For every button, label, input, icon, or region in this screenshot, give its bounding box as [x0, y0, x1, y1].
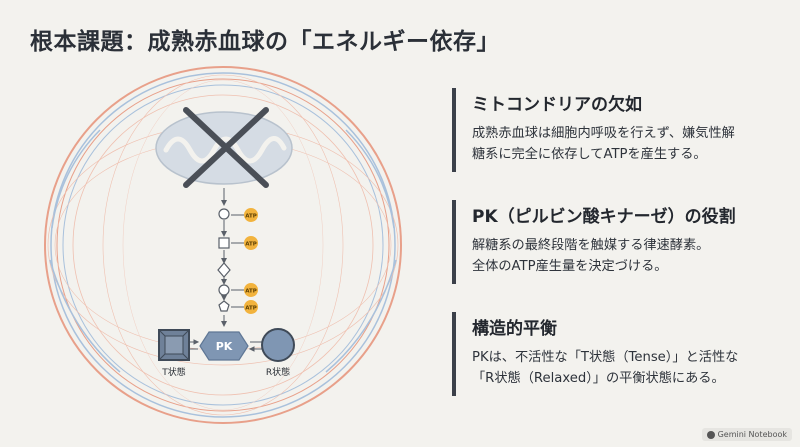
section-mitochondria: ミトコンドリアの欠如 成熟赤血球は細胞内呼吸を行えず、嫌気性解 糖系に完全に依存… [452, 88, 787, 172]
body-line: 糖系に完全に依存してATPを産生する。 [472, 147, 707, 162]
body-line: 「R状態（Relaxed）」の平衡状態にある。 [472, 371, 725, 386]
svg-text:ATP: ATP [245, 214, 257, 220]
atp-badge: ATP [244, 283, 258, 297]
svg-text:ATP: ATP [245, 289, 257, 295]
svg-text:PK: PK [216, 340, 233, 353]
section-heading: 構造的平衡 [472, 319, 557, 339]
atp-badge: ATP [244, 208, 258, 222]
metabolite-node [218, 208, 230, 220]
cell-membrane [44, 66, 402, 424]
section-body: PKは、不活性な「T状態（Tense）」と活性な 「R状態（Relaxed）」の… [472, 347, 787, 389]
body-line: 解糖系の最終段階を触媒する律速酵素。 [472, 238, 710, 253]
notebook-logo-icon [706, 430, 715, 439]
pk-enzyme-icon: PK [199, 331, 249, 361]
r-state-icon [261, 328, 295, 362]
cross-out-icon [183, 107, 269, 188]
t-state-icon [158, 329, 190, 361]
notebook-watermark: Gemini Notebook [701, 428, 792, 441]
section-body: 成熟赤血球は細胞内呼吸を行えず、嫌気性解 糖系に完全に依存してATPを産生する。 [472, 123, 787, 165]
pathway-nodes [217, 208, 231, 312]
section-accent-bar [452, 312, 456, 396]
section-pk-role: PK（ピルビン酸キナーゼ）の役割 解糖系の最終段階を触媒する律速酵素。 全体のA… [452, 200, 787, 284]
section-structural-equilibrium: 構造的平衡 PKは、不活性な「T状態（Tense）」と活性な 「R状態（Rela… [452, 312, 787, 396]
metabolite-node [218, 300, 230, 312]
section-accent-bar [452, 88, 456, 172]
metabolite-node [218, 284, 230, 296]
section-accent-bar [452, 200, 456, 284]
red-blood-cell-diagram: ATP ATP ATP ATP PK [44, 66, 402, 424]
svg-text:ATP: ATP [245, 242, 257, 248]
metabolite-node [218, 237, 230, 249]
glycolysis-pathway [221, 188, 244, 308]
page-title: 根本課題：成熟赤血球の「エネルギー依存」 [30, 29, 500, 55]
section-body: 解糖系の最終段階を触媒する律速酵素。 全体のATP産生量を決定づける。 [472, 235, 787, 277]
t-state-label: T状態 [161, 366, 186, 378]
watermark-text: Gemini Notebook [717, 430, 787, 439]
section-heading: PK（ピルビン酸キナーゼ）の役割 [472, 207, 736, 227]
atp-badge: ATP [244, 300, 258, 314]
section-heading: ミトコンドリアの欠如 [472, 95, 642, 115]
r-state-label: R状態 [266, 366, 290, 378]
body-line: 成熟赤血球は細胞内呼吸を行えず、嫌気性解 [472, 126, 735, 141]
svg-text:ATP: ATP [245, 306, 257, 312]
body-line: 全体のATP産生量を決定づける。 [472, 259, 668, 274]
metabolite-node [217, 262, 231, 278]
body-line: PKは、不活性な「T状態（Tense）」と活性な [472, 350, 739, 365]
atp-badge: ATP [244, 236, 258, 250]
